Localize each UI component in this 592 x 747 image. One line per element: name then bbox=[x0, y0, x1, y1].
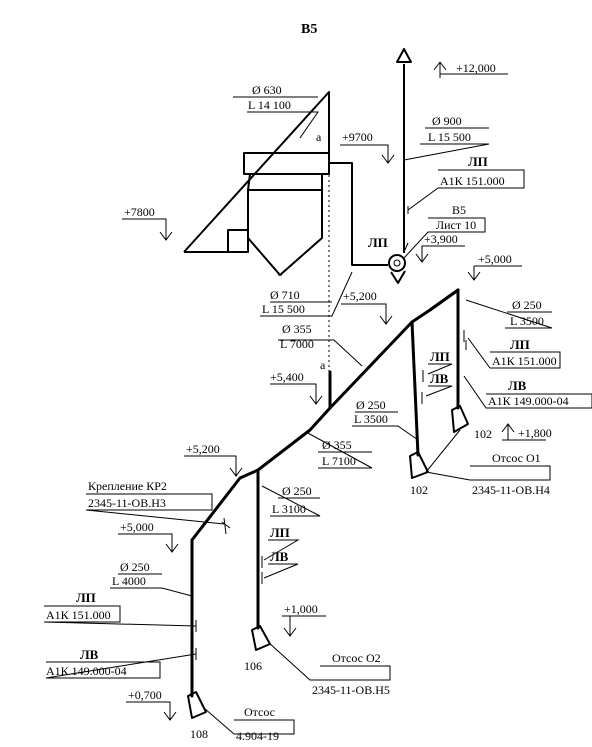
label-l3100: L 3100 bbox=[272, 502, 306, 516]
label-d250d: Ø 250 bbox=[120, 560, 150, 574]
exhaust-labels: Отсос О1 2345-11-ОВ.Н4 Отсос О2 2345-11-… bbox=[236, 451, 550, 743]
main-ducts bbox=[190, 288, 460, 698]
label-l7100: L 7100 bbox=[322, 454, 356, 468]
label-o3-code: 4.904-19 bbox=[236, 729, 279, 743]
elevation-labels: +12,000 +9700 +7800 +3,900 +5,000 +5,200… bbox=[120, 61, 552, 702]
label-l4000: L 4000 bbox=[112, 574, 146, 588]
fan-symbol bbox=[388, 254, 406, 272]
label-d355b: Ø 355 bbox=[322, 438, 352, 452]
label-lp-top: ЛП bbox=[468, 154, 488, 169]
label-o1: Отсос О1 bbox=[492, 451, 541, 465]
label-o1-code: 2345-11-ОВ.Н4 bbox=[472, 483, 550, 497]
label-d710: Ø 710 bbox=[270, 288, 300, 302]
label-o2-code: 2345-11-ОВ.Н5 bbox=[312, 683, 390, 697]
leader-lines bbox=[43, 96, 592, 735]
label-lv-mid: ЛВ bbox=[430, 371, 449, 386]
fan-motor-box bbox=[227, 229, 249, 253]
label-lp-fan: ЛП bbox=[368, 235, 388, 250]
elev-5000-top: +5,000 bbox=[478, 252, 512, 266]
label-l14100: L 14 100 bbox=[248, 98, 291, 112]
node-102-right: 102 bbox=[474, 427, 492, 441]
label-mark-a-top: а bbox=[316, 130, 322, 144]
label-lv-106: ЛВ bbox=[270, 549, 289, 564]
elev-12000: +12,000 bbox=[456, 61, 496, 75]
label-lp-108: ЛП bbox=[76, 590, 96, 605]
hood-102-left bbox=[409, 451, 429, 479]
duct-labels: Ø 630 L 14 100 Ø 900 L 15 500 Ø 710 L 15… bbox=[112, 83, 544, 588]
label-o2: Отсос О2 bbox=[332, 651, 381, 665]
stack-top-arrow bbox=[396, 48, 412, 63]
diagram-title: В5 bbox=[301, 22, 317, 37]
label-l15500b: L 15 500 bbox=[262, 302, 305, 316]
node-labels: 102 102 106 108 bbox=[190, 427, 492, 741]
node-106: 106 bbox=[244, 659, 262, 673]
label-d250a: Ø 250 bbox=[512, 298, 542, 312]
label-d250c: Ø 250 bbox=[282, 484, 312, 498]
label-a1k149-108: А1К 149.000-04 bbox=[46, 664, 127, 678]
elev-5000-bottom: +5,000 bbox=[120, 520, 154, 534]
valve-labels: ЛП А1К 151.000 ЛП ЛП А1К 151.000 ЛВ А1К … bbox=[46, 154, 569, 678]
elev-1800: +1,800 bbox=[518, 426, 552, 440]
label-sheet10: Лист 10 bbox=[436, 218, 476, 232]
label-l3500b: L 3500 bbox=[354, 412, 388, 426]
hood-106 bbox=[251, 625, 271, 651]
elev-3900: +3,900 bbox=[424, 232, 458, 246]
label-mount-code: 2345-11-ОВ.Н3 bbox=[88, 496, 166, 510]
label-a1k151-108: А1К 151.000 bbox=[46, 608, 111, 622]
hood-102-right bbox=[451, 405, 469, 433]
upper-ducts bbox=[183, 48, 412, 372]
cyclone-filter-unit bbox=[227, 152, 330, 276]
label-a1k151-right: А1К 151.000 bbox=[492, 354, 557, 368]
cyclone-top bbox=[247, 173, 323, 191]
elev-9700: +9700 bbox=[342, 130, 373, 144]
exhaust-hoods bbox=[187, 405, 469, 719]
label-a1k149-right: А1К 149.000-04 bbox=[488, 394, 569, 408]
cyclone-body bbox=[247, 190, 323, 276]
elev-0700: +0,700 bbox=[128, 688, 162, 702]
label-lp-right: ЛП bbox=[510, 337, 530, 352]
reference-labels: В5 Лист 10 а а Крепление КР2 2345-11-ОВ.… bbox=[88, 130, 476, 510]
label-a1k151-top: А1К 151.000 bbox=[440, 174, 505, 188]
label-d355a: Ø 355 bbox=[282, 322, 312, 336]
duct-710 bbox=[329, 162, 388, 266]
label-lv-right: ЛВ bbox=[508, 378, 527, 393]
label-d250b: Ø 250 bbox=[356, 398, 386, 412]
branch-102-left bbox=[410, 320, 420, 457]
elev-5200-bottom: +5,200 bbox=[186, 442, 220, 456]
label-lp-mid: ЛП bbox=[430, 349, 450, 364]
label-d630: Ø 630 bbox=[252, 83, 282, 97]
label-b5-ref: В5 bbox=[452, 203, 466, 217]
elevation-markers bbox=[118, 61, 546, 721]
label-o3: Отсос bbox=[244, 705, 275, 719]
label-mount: Крепление КР2 bbox=[88, 479, 167, 493]
node-108: 108 bbox=[190, 727, 208, 741]
elev-5200-top: +5,200 bbox=[343, 289, 377, 303]
label-d900: Ø 900 bbox=[432, 114, 462, 128]
elev-5400: +5,400 bbox=[270, 370, 304, 384]
elev-1000: +1,000 bbox=[284, 602, 318, 616]
node-102-left: 102 bbox=[410, 483, 428, 497]
label-l7000: L 7000 bbox=[280, 337, 314, 351]
hood-108 bbox=[187, 691, 207, 719]
label-l15500a: L 15 500 bbox=[428, 130, 471, 144]
label-mark-a-bottom: а bbox=[320, 358, 326, 372]
label-lv-108: ЛВ bbox=[80, 647, 99, 662]
mount-mark bbox=[221, 517, 231, 535]
label-lp-106: ЛП bbox=[270, 525, 290, 540]
main-trunk bbox=[190, 288, 460, 698]
duct-630 bbox=[183, 91, 330, 253]
elev-7800: +7800 bbox=[124, 205, 155, 219]
label-l3500a: L 3500 bbox=[510, 314, 544, 328]
